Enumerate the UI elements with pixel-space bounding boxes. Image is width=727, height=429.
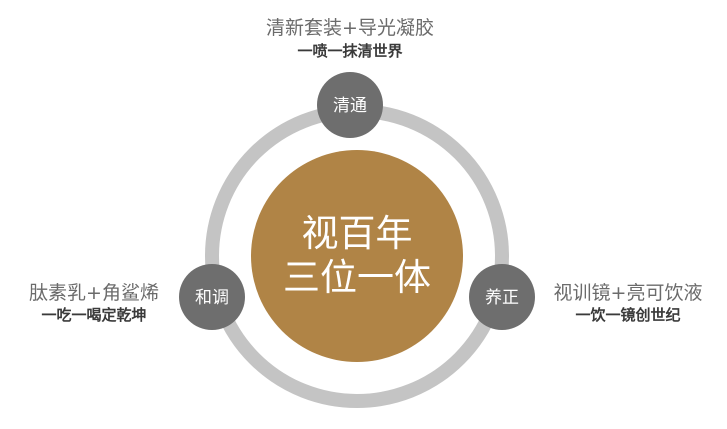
center-title-line2: 三位一体 — [283, 256, 431, 299]
left-title: 肽素乳+角鲨烯 — [29, 282, 159, 304]
node-top-circle — [317, 72, 383, 138]
top-subtitle: 一喷一抹清世界 — [297, 42, 403, 60]
node-left-label: 和调 — [195, 288, 229, 308]
right-subtitle: 一饮一镜创世纪 — [575, 306, 681, 324]
center-circle — [251, 150, 463, 362]
right-title: 视训镜+亮可饮液 — [553, 282, 703, 304]
node-left-circle — [179, 264, 245, 330]
center-title-line1: 视百年 — [302, 212, 413, 255]
node-right-label: 养正 — [485, 288, 519, 308]
node-right-circle — [469, 264, 535, 330]
top-title: 清新套装+导光凝胶 — [266, 17, 434, 39]
node-top-label: 清通 — [333, 96, 367, 116]
left-subtitle: 一吃一喝定乾坤 — [41, 306, 147, 324]
